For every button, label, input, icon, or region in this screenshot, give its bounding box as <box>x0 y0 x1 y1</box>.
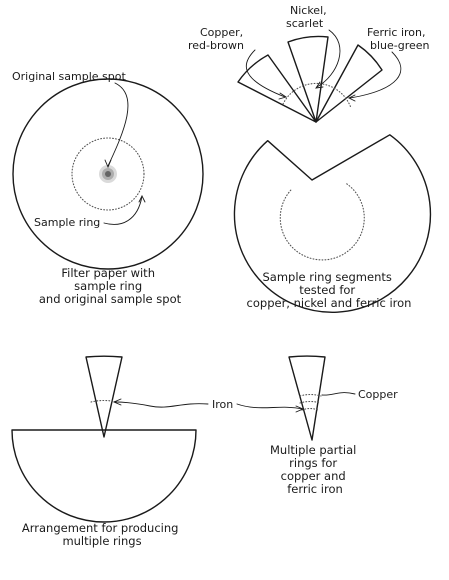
partial-rings-segment <box>288 355 326 441</box>
label-original-sample-spot: Original sample spot <box>12 70 126 83</box>
arrangement-ring-arc <box>90 399 118 403</box>
caption-partial-rings: Multiple partial rings for copper and fe… <box>270 443 360 496</box>
leader-copper <box>245 49 286 98</box>
segments-figure: Copper, red-brown Nickel, scarlet Ferric… <box>188 4 432 313</box>
leader-original-spot <box>107 82 129 167</box>
ferric-iron-segment <box>315 44 383 123</box>
segment-ring-arcs <box>282 82 352 109</box>
label-iron: Iron <box>212 398 233 411</box>
leader-nickel <box>316 29 341 88</box>
partial-rings-figure: Copper <box>288 355 398 441</box>
filter-paper-figure: Original sample spot Sample ring <box>12 70 204 270</box>
arrowhead-original-spot <box>104 159 112 169</box>
arrowhead-ferric-iron <box>347 94 356 102</box>
arrowhead-copper <box>278 92 288 100</box>
leader-copper-rings <box>321 392 356 396</box>
leader-sample-ring <box>103 195 143 225</box>
arrangement-figure <box>11 355 197 523</box>
arrowhead-nickel <box>315 81 324 89</box>
half-filter-paper <box>11 429 197 523</box>
label-nickel-scarlet: Nickel, scarlet <box>286 4 330 30</box>
arrowhead-iron-left <box>112 398 122 406</box>
cut-filter-paper <box>233 134 432 313</box>
original-sample-spot <box>99 165 117 183</box>
nickel-segment <box>287 35 329 123</box>
label-copper: Copper <box>358 388 398 401</box>
leader-iron-right <box>236 403 303 410</box>
caption-segments: Sample ring segments tested for copper, … <box>247 270 412 310</box>
label-copper-red-brown: Copper, red-brown <box>188 26 247 52</box>
copper-ring-arc-2 <box>299 400 321 404</box>
caption-arrangement: Arrangement for producing multiple rings <box>22 521 182 548</box>
caption-filter-paper: Filter paper with sample ring and origin… <box>39 266 182 306</box>
filter-paper-circle <box>12 78 204 270</box>
sample-ring <box>71 137 145 211</box>
label-sample-ring: Sample ring <box>34 216 100 229</box>
label-ferric-iron-blue-green: Ferric iron, blue-green <box>367 26 430 52</box>
leader-ferric-iron <box>349 51 402 99</box>
arrowhead-iron-right <box>295 405 305 413</box>
arrangement-segment <box>85 355 123 438</box>
copper-segment <box>237 54 317 123</box>
iron-ring-arc <box>301 407 319 411</box>
copper-ring-arc-1 <box>299 393 322 397</box>
leader-iron-left <box>114 401 209 408</box>
arrowhead-sample-ring <box>138 194 146 203</box>
cut-sample-ring <box>279 182 365 261</box>
